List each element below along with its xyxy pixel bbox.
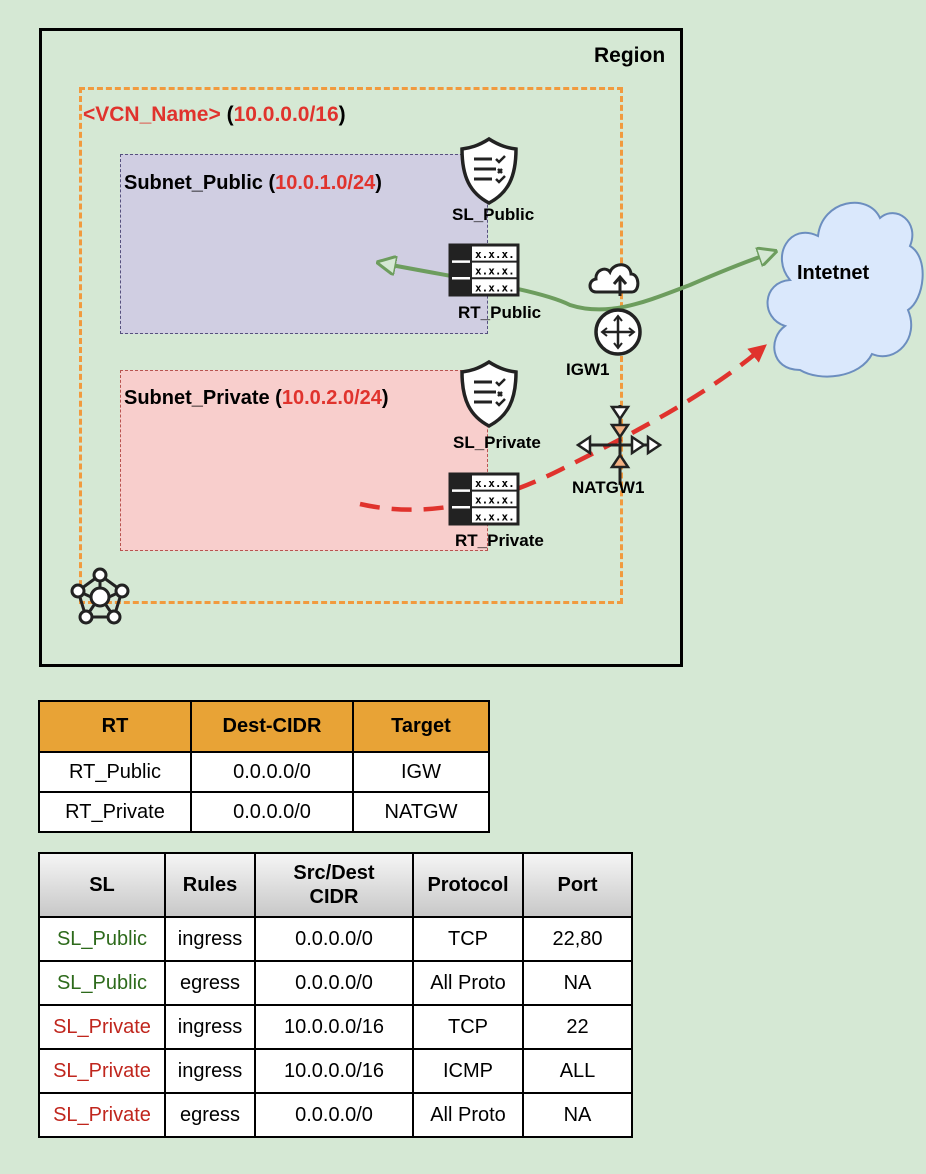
sl-header-src-line1: Src/Dest bbox=[293, 862, 375, 884]
vcn-network-icon bbox=[70, 567, 130, 625]
sl-cell: TCP bbox=[412, 1004, 524, 1050]
table-row: SL_Private ingress 10.0.0.0/16 TCP 22 bbox=[38, 1004, 633, 1050]
region-label: Region bbox=[594, 44, 666, 67]
rt-cell: 0.0.0.0/0 bbox=[190, 751, 354, 793]
sl-cell: 10.0.0.0/16 bbox=[254, 1048, 414, 1094]
rt-private-label: RT_Private bbox=[455, 531, 544, 550]
table-row: SL_Public egress 0.0.0.0/0 All Proto NA bbox=[38, 960, 633, 1006]
sl-header-rules: Rules bbox=[164, 852, 256, 918]
sl-cell: ingress bbox=[164, 1004, 256, 1050]
sl-cell: 22 bbox=[522, 1004, 633, 1050]
sl-cell-name: SL_Private bbox=[38, 1004, 166, 1050]
rt-cell: 0.0.0.0/0 bbox=[190, 791, 354, 833]
rt-public-cell-2: x.x.x. bbox=[475, 265, 515, 278]
region-container bbox=[39, 28, 683, 667]
sl-cell: 0.0.0.0/0 bbox=[254, 960, 414, 1006]
internet-label: Intetnet bbox=[797, 262, 870, 284]
rt-private-cell-1: x.x.x. bbox=[475, 477, 515, 490]
table-row: RT_Public 0.0.0.0/0 IGW bbox=[38, 751, 490, 793]
sl-cell: ingress bbox=[164, 916, 256, 962]
internet-cloud-icon bbox=[766, 201, 924, 378]
sl-header-src-cidr: Src/Dest CIDR bbox=[254, 852, 414, 918]
route-table-header: RT Dest-CIDR Target bbox=[38, 700, 490, 753]
rt-cell: NATGW bbox=[352, 791, 490, 833]
sl-header-protocol: Protocol bbox=[412, 852, 524, 918]
table-row: RT_Private 0.0.0.0/0 NATGW bbox=[38, 791, 490, 833]
natgw-icon bbox=[575, 405, 663, 485]
sl-cell: 0.0.0.0/0 bbox=[254, 1092, 414, 1138]
sl-cell: All Proto bbox=[412, 1092, 524, 1138]
sl-private-shield-icon bbox=[460, 359, 518, 428]
sl-header-sl: SL bbox=[38, 852, 166, 918]
sl-public-label: SL_Public bbox=[452, 205, 535, 224]
rt-header-target: Target bbox=[352, 700, 490, 753]
table-row: SL_Private ingress 10.0.0.0/16 ICMP ALL bbox=[38, 1048, 633, 1094]
table-row: SL_Private egress 0.0.0.0/0 All Proto NA bbox=[38, 1092, 633, 1138]
sl-cell: NA bbox=[522, 960, 633, 1006]
private-traffic-flow bbox=[359, 344, 767, 512]
sl-private-label: SL_Private bbox=[453, 433, 541, 452]
vcn-name: <VCN_Name> bbox=[83, 103, 221, 126]
igw-cloud-icon bbox=[588, 263, 640, 296]
natgw-label: NATGW1 bbox=[572, 478, 645, 497]
table-row: SL_Public ingress 0.0.0.0/0 TCP 22,80 bbox=[38, 916, 633, 962]
subnet-private-box bbox=[120, 370, 488, 551]
sl-cell: 22,80 bbox=[522, 916, 633, 962]
subnet-private-name: Subnet_Private bbox=[124, 387, 270, 409]
rt-cell: RT_Private bbox=[38, 791, 192, 833]
rt-public-table-icon: x.x.x. x.x.x. x.x.x. bbox=[448, 243, 520, 297]
vcn-cidr: 10.0.0.0/16 bbox=[233, 103, 339, 126]
rt-private-cell-3: x.x.x. bbox=[475, 510, 515, 523]
sl-header-src-line2: CIDR bbox=[309, 886, 359, 908]
sl-cell: NA bbox=[522, 1092, 633, 1138]
sl-cell: egress bbox=[164, 1092, 256, 1138]
subnet-public-label: Subnet_Public (10.0.1.0/24) bbox=[124, 172, 382, 194]
rt-public-cell-1: x.x.x. bbox=[475, 248, 515, 261]
rt-private-cell-2: x.x.x. bbox=[475, 494, 515, 507]
sl-cell-name: SL_Public bbox=[38, 960, 166, 1006]
sl-cell-name: SL_Private bbox=[38, 1048, 166, 1094]
sl-table-header: SL Rules Src/Dest CIDR Protocol Port bbox=[38, 852, 633, 918]
vcn-label: <VCN_Name> (10.0.0.0/16) bbox=[83, 103, 346, 126]
rt-public-cell-3: x.x.x. bbox=[475, 281, 515, 294]
sl-cell: egress bbox=[164, 960, 256, 1006]
subnet-public-name: Subnet_Public bbox=[124, 172, 263, 194]
rt-cell: RT_Public bbox=[38, 751, 192, 793]
sl-header-port: Port bbox=[522, 852, 633, 918]
sl-cell: 0.0.0.0/0 bbox=[254, 916, 414, 962]
rt-public-label: RT_Public bbox=[458, 303, 542, 322]
rt-header-rt: RT bbox=[38, 700, 192, 753]
route-table: RT Dest-CIDR Target RT_Public 0.0.0.0/0 … bbox=[38, 700, 490, 833]
subnet-public-box bbox=[120, 154, 488, 334]
rt-private-table-icon: x.x.x. x.x.x. x.x.x. bbox=[448, 472, 520, 526]
sl-cell-name: SL_Public bbox=[38, 916, 166, 962]
diagram-graphics: x.x.x. x.x.x. x.x.x. x.x.x. x.x.x. x.x. bbox=[70, 136, 924, 625]
rt-cell: IGW bbox=[352, 751, 490, 793]
sl-cell: 10.0.0.0/16 bbox=[254, 1004, 414, 1050]
subnet-private-label: Subnet_Private (10.0.2.0/24) bbox=[124, 387, 389, 409]
sl-cell: ICMP bbox=[412, 1048, 524, 1094]
igw-router-icon bbox=[594, 308, 642, 356]
public-traffic-flow bbox=[386, 254, 768, 312]
security-list-table: SL Rules Src/Dest CIDR Protocol Port SL_… bbox=[38, 852, 633, 1138]
sl-cell: TCP bbox=[412, 916, 524, 962]
sl-public-shield-icon bbox=[460, 136, 518, 205]
sl-cell-name: SL_Private bbox=[38, 1092, 166, 1138]
sl-cell: ingress bbox=[164, 1048, 256, 1094]
igw-label: IGW1 bbox=[566, 360, 610, 379]
sl-cell: All Proto bbox=[412, 960, 524, 1006]
rt-header-dest-cidr: Dest-CIDR bbox=[190, 700, 354, 753]
subnet-public-cidr: 10.0.1.0/24 bbox=[275, 172, 376, 194]
subnet-private-cidr: 10.0.2.0/24 bbox=[281, 387, 382, 409]
sl-cell: ALL bbox=[522, 1048, 633, 1094]
